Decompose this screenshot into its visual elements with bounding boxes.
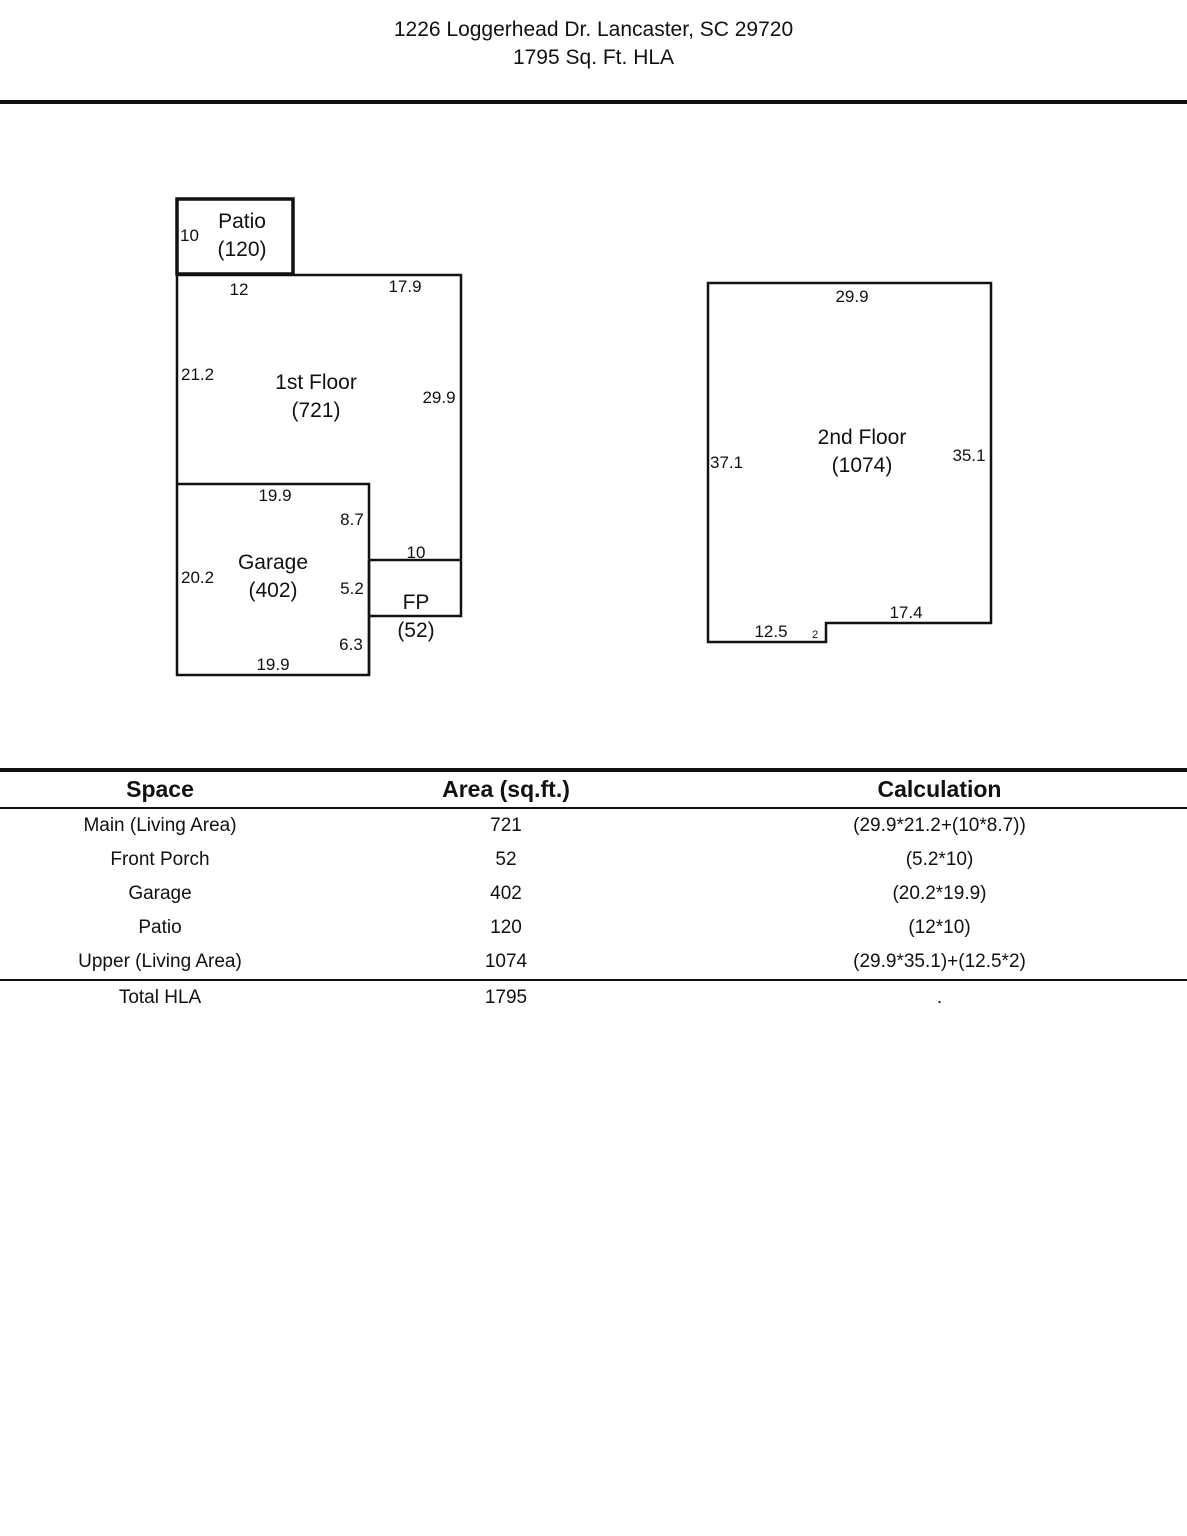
table-top-divider [0,768,1187,772]
garage-dim-bottom: 19.9 [256,655,289,674]
column-header-space: Space [0,772,320,809]
page-header: 1226 Loggerhead Dr. Lancaster, SC 29720 … [0,16,1187,72]
table-row: Garage 402 (20.2*19.9) [0,877,1187,911]
second-floor-dim-step: 2 [812,629,818,641]
column-header-area: Area (sq.ft.) [320,772,692,809]
second-floor-dim-bottom-left: 12.5 [754,622,787,641]
patio-dim-side: 10 [180,226,199,245]
second-floor-dim-top: 29.9 [835,287,868,306]
header-divider [0,100,1187,104]
table-row: Patio 120 (12*10) [0,911,1187,945]
second-floor-dim-bottom-right: 17.4 [889,603,922,622]
garage-area: (402) [248,579,297,602]
space-cell: Main (Living Area) [83,815,237,836]
garage-dim-top: 19.9 [258,486,291,505]
table-row: Front Porch 52 (5.2*10) [0,843,1187,877]
front-porch-area: (52) [397,619,434,642]
calculation-cell: (29.9*21.2+(10*8.7)) [853,815,1026,836]
area-cell: 721 [490,815,522,836]
total-calculation-cell: . [936,987,943,1008]
first-floor-dim-right: 29.9 [422,388,455,407]
first-floor-outline [175,273,463,677]
column-header-calculation: Calculation [692,772,1187,809]
garage-dim-left: 20.2 [181,568,214,587]
area-cell: 1074 [320,945,692,981]
space-cell: Patio [138,917,182,938]
patio-area: (120) [217,238,266,261]
second-floor-dim-left: 37.1 [710,453,743,472]
first-floor-label: 1st Floor [275,371,357,394]
first-floor-dim-left: 21.2 [181,365,214,384]
garage-dim-right-mid: 5.2 [340,579,364,598]
second-floor-label: 2nd Floor [818,426,907,449]
space-cell: Garage [128,883,192,904]
table-row: Upper (Living Area) 1074 (29.9*35.1)+(12… [0,945,1187,981]
calculation-cell: (29.9*35.1)+(12.5*2) [692,945,1187,981]
area-table: Space Area (sq.ft.) Calculation Main (Li… [0,772,1187,1015]
second-floor-area: (1074) [832,454,893,477]
floor-plan-sketch: Patio (120) 10 12 1st Floor (721) 17.9 2… [175,197,993,677]
area-cell: 402 [490,883,522,904]
hla-summary: 1795 Sq. Ft. HLA [512,46,675,69]
front-porch-dim-top: 10 [407,543,426,562]
garage-dim-right-upper: 8.7 [340,510,364,529]
second-floor-dim-right: 35.1 [952,446,985,465]
calculation-cell: (20.2*19.9) [892,883,987,904]
garage-label: Garage [238,551,308,574]
table-total-row: Total HLA 1795 . [0,980,1187,1015]
first-floor-area: (721) [291,399,340,422]
first-floor-dim-top: 17.9 [388,277,421,296]
calculation-cell: (12*10) [908,917,971,938]
patio-dim-bottom: 12 [230,280,249,299]
total-area-cell: 1795 [484,987,528,1008]
garage-dim-right-lower: 6.3 [339,635,363,654]
space-cell: Front Porch [110,849,210,870]
space-cell: Upper (Living Area) [0,945,320,981]
area-cell: 120 [490,917,522,938]
calculation-cell: (5.2*10) [905,849,974,870]
area-cell: 52 [495,849,517,870]
second-floor-outline [706,281,993,644]
property-address: 1226 Loggerhead Dr. Lancaster, SC 29720 [393,18,794,41]
table-header-row: Space Area (sq.ft.) Calculation [0,772,1187,809]
patio-label: Patio [218,210,266,233]
front-porch-label: FP [403,591,430,614]
total-label-cell: Total HLA [118,987,202,1008]
table-row: Main (Living Area) 721 (29.9*21.2+(10*8.… [0,808,1187,843]
front-porch-outline [367,558,461,616]
